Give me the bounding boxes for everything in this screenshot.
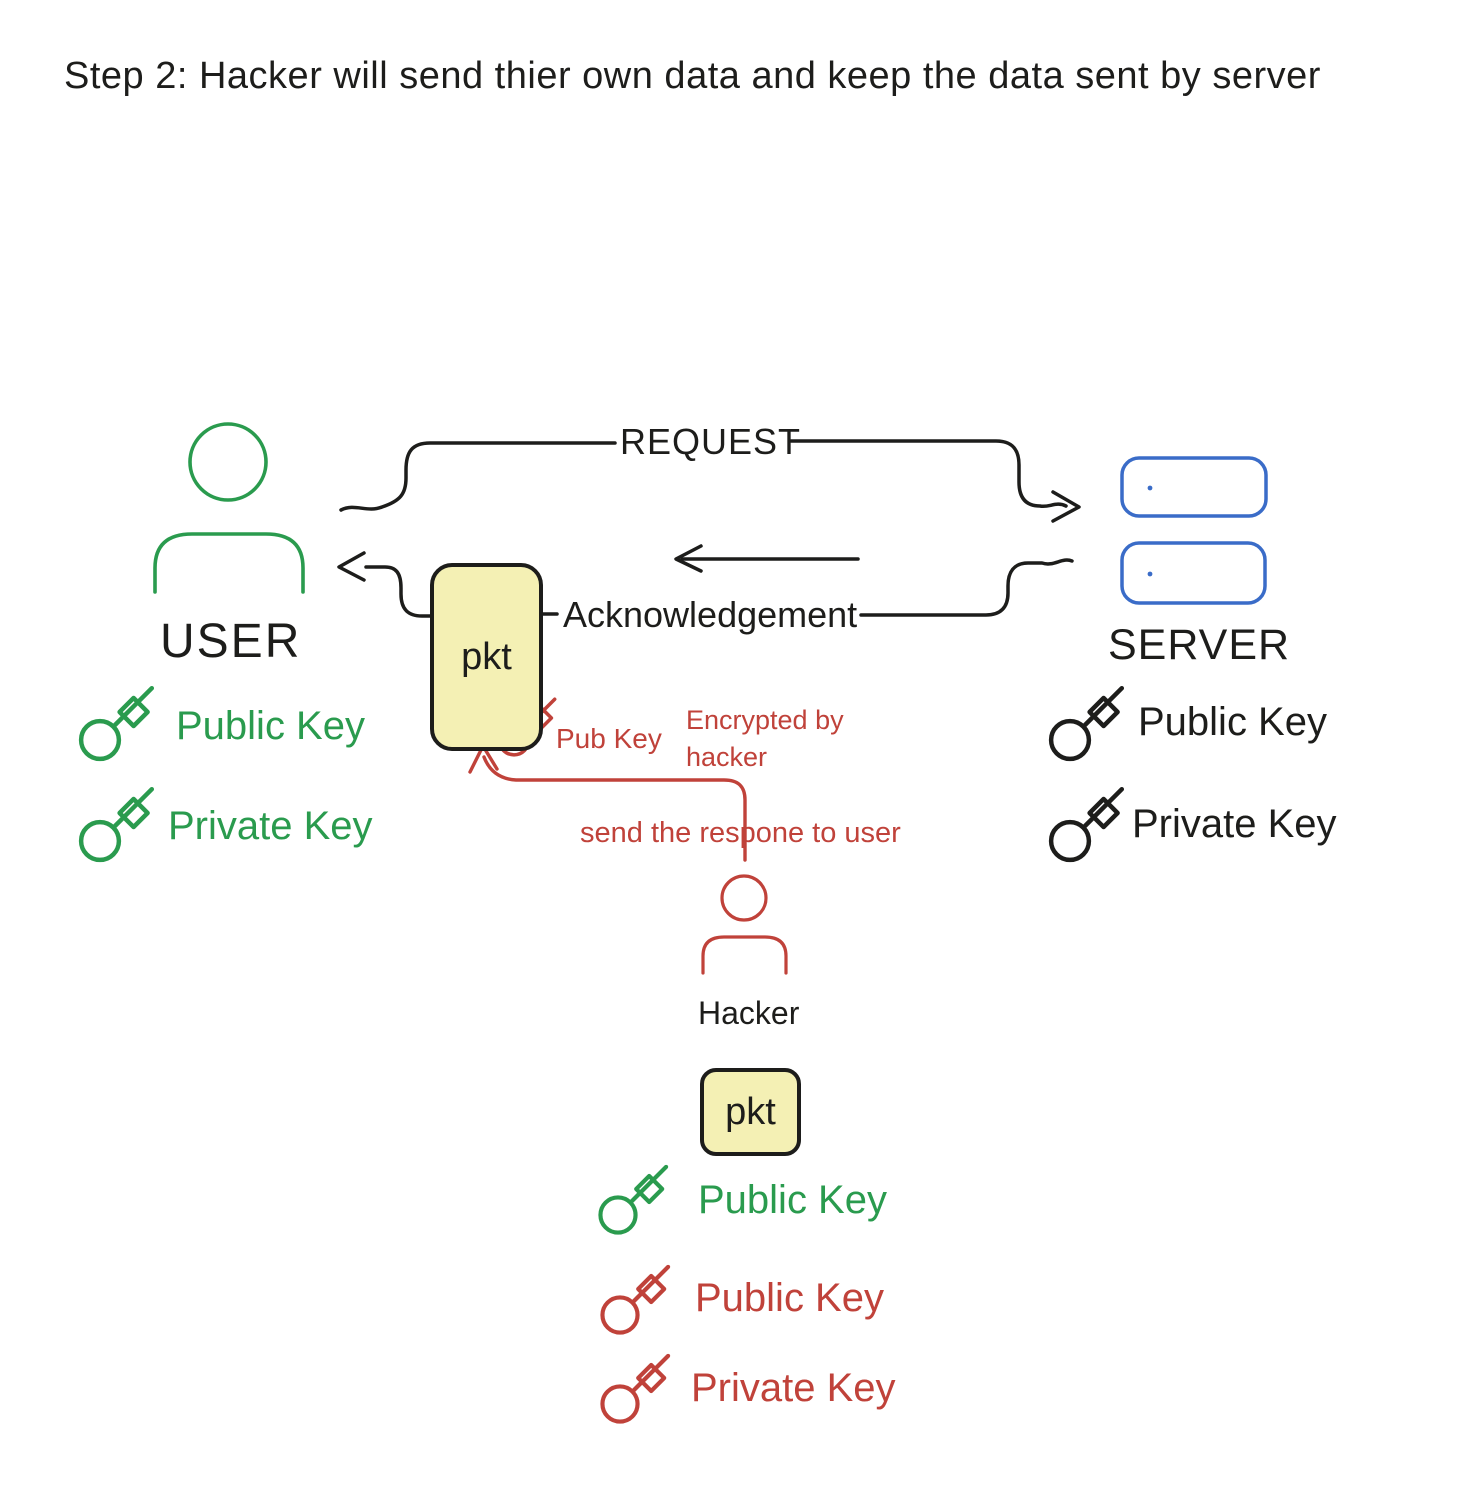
user-public-key-icon <box>81 688 152 759</box>
acknowledgement-arrowhead <box>337 551 366 582</box>
acknowledgement-flow-label: Acknowledgement <box>563 594 858 635</box>
user-packet-label: pkt <box>461 635 512 678</box>
request-flow-label: REQUEST <box>620 421 802 462</box>
page-title: Step 2: Hacker will send thier own data … <box>64 55 1321 97</box>
user-public-key-label: Public Key <box>176 704 365 748</box>
hacker-label: Hacker <box>698 995 800 1031</box>
server-led-dot <box>1147 571 1153 577</box>
response-mid-arrow <box>674 544 860 573</box>
server-private-key-label: Private Key <box>1132 802 1337 846</box>
acknowledgement-arrow <box>337 551 1074 618</box>
pub-key-annotation: Pub Key <box>556 723 662 754</box>
user-packet-box: pkt <box>430 563 543 751</box>
hacker-packet-label: pkt <box>725 1090 776 1133</box>
hacker-public-key-label-red: Public Key <box>695 1276 884 1320</box>
hacker-private-key-icon-red <box>602 1356 668 1422</box>
hacker-public-key-icon-green <box>600 1167 666 1233</box>
hacker-icon <box>701 874 788 975</box>
encrypted-by-annotation-line2: hacker <box>686 742 768 772</box>
send-response-annotation: send the respone to user <box>580 817 901 849</box>
server-icon <box>1120 456 1268 605</box>
user-private-key-icon <box>81 789 152 860</box>
server-label: SERVER <box>1108 621 1291 669</box>
user-private-key-label: Private Key <box>168 804 373 848</box>
user-icon <box>153 422 305 594</box>
encrypted-by-annotation-line1: Encrypted by <box>686 705 844 735</box>
hacker-public-key-label-green: Public Key <box>698 1178 887 1222</box>
request-arrowhead <box>1051 490 1081 523</box>
server-private-key-icon <box>1051 789 1122 860</box>
response-mid-arrowhead <box>674 544 703 573</box>
server-led-dot <box>1147 485 1153 491</box>
hacker-private-key-label-red: Private Key <box>691 1366 896 1410</box>
server-public-key-icon <box>1051 688 1122 759</box>
hacker-public-key-icon-red <box>602 1267 668 1333</box>
user-label: USER <box>160 615 302 668</box>
request-arrow <box>339 439 1081 523</box>
server-public-key-label: Public Key <box>1138 700 1327 744</box>
hacker-packet-box: pkt <box>700 1068 801 1156</box>
